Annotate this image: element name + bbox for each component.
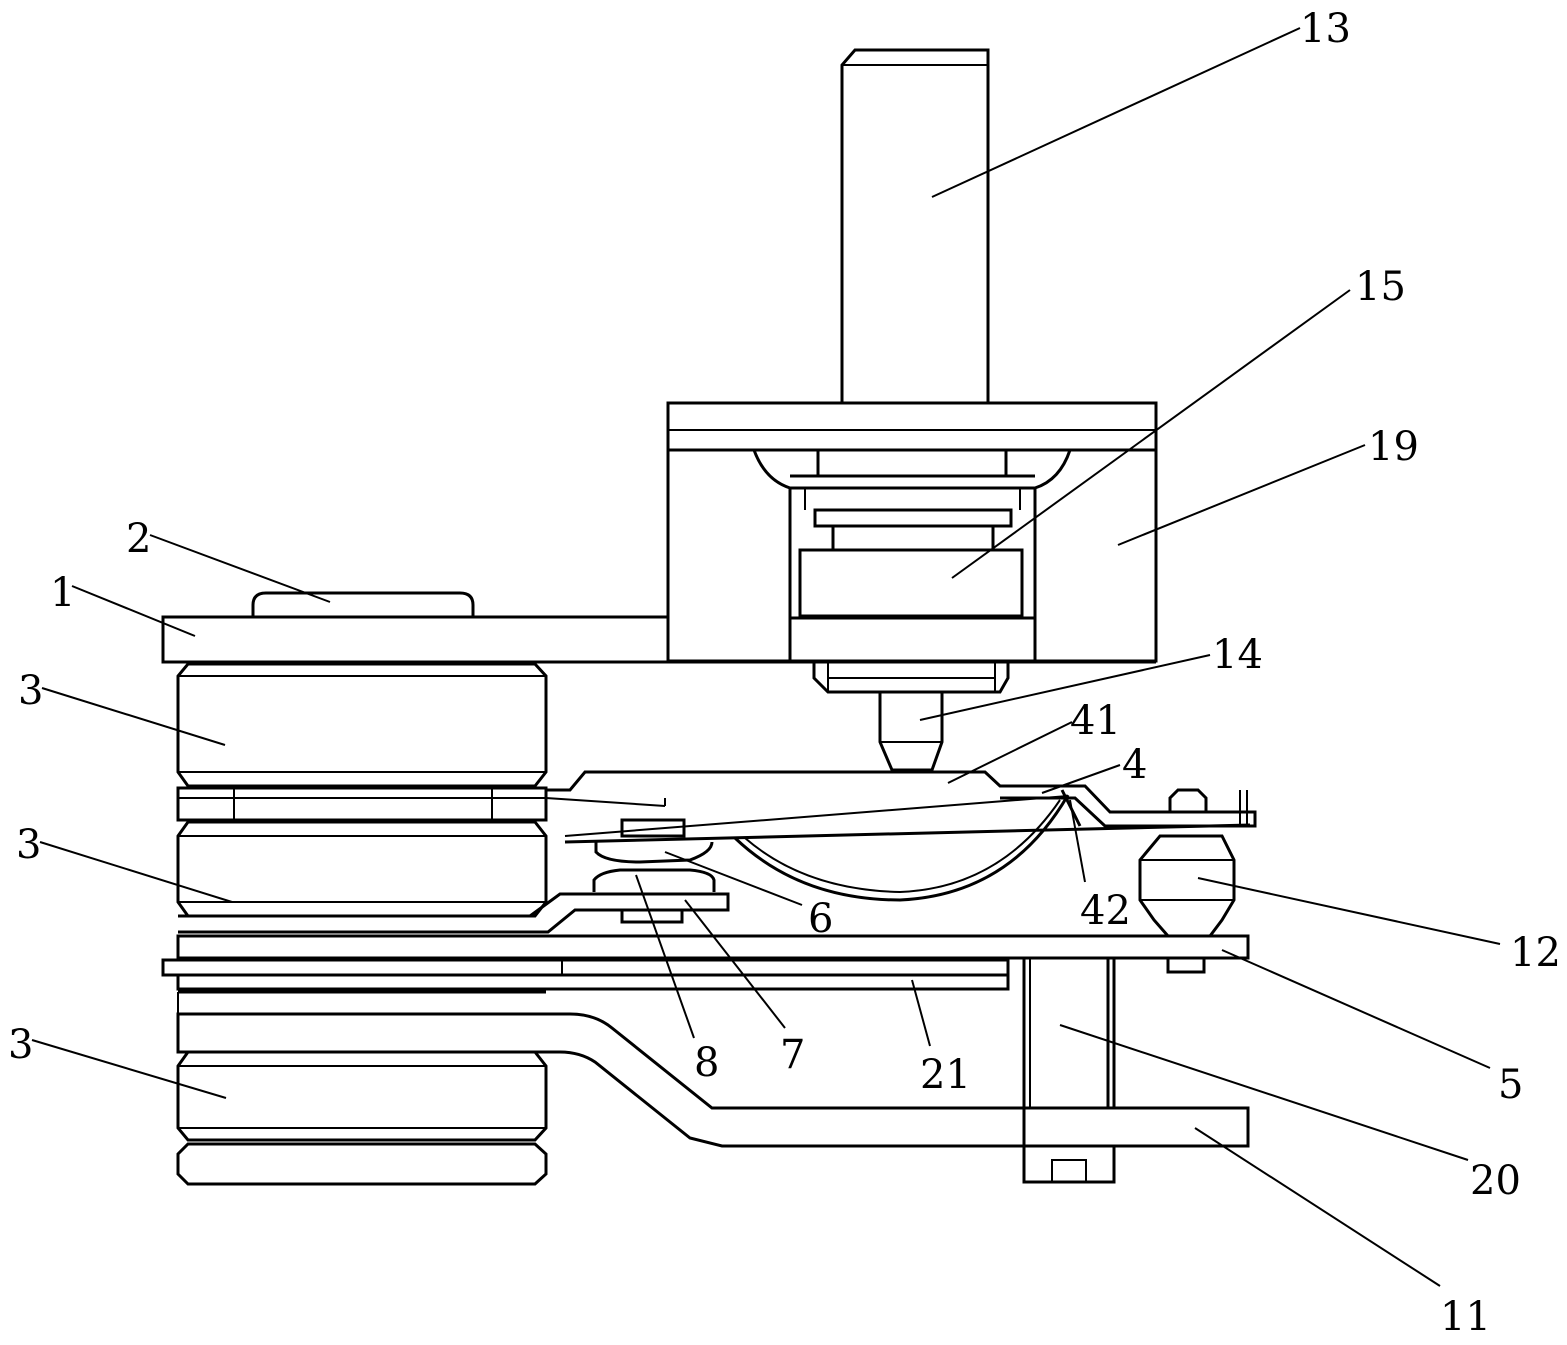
shaft-13 bbox=[842, 50, 988, 402]
contact-8 bbox=[594, 870, 714, 892]
leader-lines bbox=[32, 28, 1500, 1286]
label-3-upper: 3 bbox=[18, 668, 43, 714]
label-42: 42 bbox=[1080, 888, 1131, 934]
label-4: 4 bbox=[1122, 742, 1147, 788]
label-19: 19 bbox=[1368, 424, 1419, 470]
insulator-12 bbox=[1140, 790, 1234, 972]
label-11: 11 bbox=[1440, 1294, 1491, 1340]
post-20 bbox=[1024, 958, 1114, 1182]
label-12: 12 bbox=[1510, 930, 1561, 976]
cam-15 bbox=[754, 450, 1070, 661]
label-41: 41 bbox=[1070, 698, 1121, 744]
strip-21 bbox=[163, 960, 1008, 989]
housing-19 bbox=[668, 403, 1156, 661]
label-13: 13 bbox=[1300, 6, 1351, 52]
label-3-middle: 3 bbox=[16, 822, 41, 868]
label-1: 1 bbox=[50, 570, 75, 616]
label-20: 20 bbox=[1470, 1158, 1521, 1204]
bimetal-blade-42 bbox=[565, 790, 1250, 900]
spring-arm-4 bbox=[546, 772, 1255, 826]
label-2: 2 bbox=[126, 516, 151, 562]
label-21: 21 bbox=[920, 1052, 971, 1098]
label-8: 8 bbox=[694, 1040, 719, 1086]
ceramic-block-lower bbox=[178, 1052, 546, 1184]
label-6: 6 bbox=[808, 896, 833, 942]
ceramic-block-middle bbox=[178, 822, 546, 916]
label-3-lower: 3 bbox=[8, 1022, 33, 1068]
spacer-layer bbox=[178, 788, 546, 820]
label-5: 5 bbox=[1498, 1062, 1523, 1108]
label-15: 15 bbox=[1355, 264, 1406, 310]
label-14: 14 bbox=[1212, 632, 1263, 678]
label-7: 7 bbox=[780, 1032, 805, 1078]
bracket-1 bbox=[163, 593, 1156, 662]
terminal-5 bbox=[178, 936, 1248, 958]
ceramic-block-upper bbox=[178, 664, 546, 786]
screw-14 bbox=[814, 662, 1008, 770]
